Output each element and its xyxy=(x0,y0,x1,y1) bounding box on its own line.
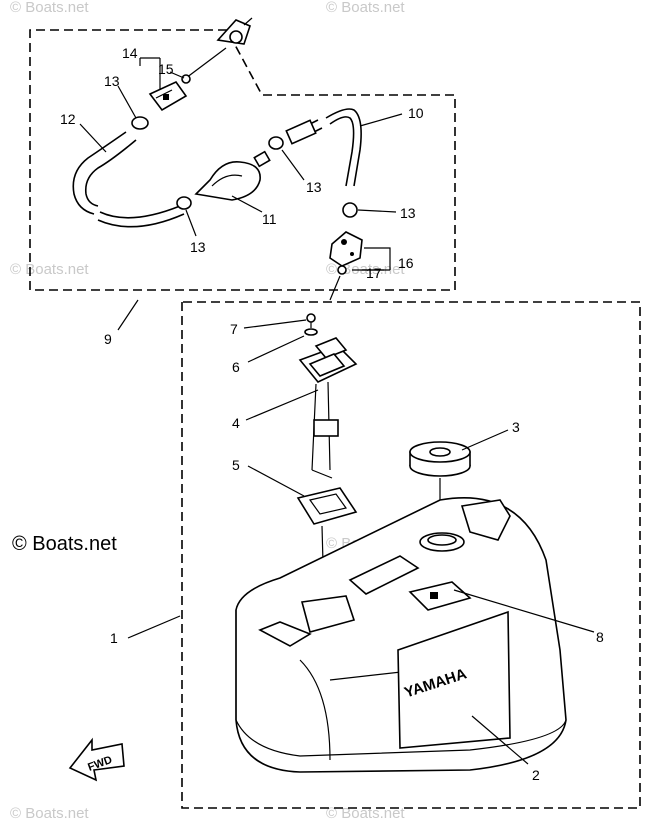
callout-13-d: 13 xyxy=(400,205,416,221)
fuel-cap-3 xyxy=(409,441,471,477)
callout-13-c: 13 xyxy=(306,179,322,195)
copyright-notice: © Boats.net xyxy=(12,533,117,555)
callout-12: 12 xyxy=(60,111,76,127)
gasket-5 xyxy=(296,487,358,525)
fuel-hose-12 xyxy=(72,131,137,215)
primer-bulb-11 xyxy=(194,150,271,201)
callout-8: 8 xyxy=(596,629,604,645)
screw-7 xyxy=(306,313,316,323)
fuel-tank-2: YAMAHA xyxy=(235,496,567,773)
callout-4: 4 xyxy=(232,415,240,431)
callout-16: 16 xyxy=(398,255,414,271)
callout-10: 10 xyxy=(408,105,424,121)
fuel-gauge-4 xyxy=(298,337,358,479)
fuel-joint-14 xyxy=(148,80,188,112)
callout-7: 7 xyxy=(230,321,238,337)
o-ring-17 xyxy=(337,265,347,275)
hose-clamp-13 xyxy=(131,116,358,218)
callout-2: 2 xyxy=(532,767,540,783)
callout-1: 1 xyxy=(110,630,118,646)
callout-3: 3 xyxy=(512,419,520,435)
callout-17: 17 xyxy=(366,265,382,281)
watermark-bottom-left: © Boats.net xyxy=(10,805,89,822)
hose-connector xyxy=(285,119,317,145)
callout-6: 6 xyxy=(232,359,240,375)
engine-fuel-connector xyxy=(185,17,253,79)
watermark-mid-left: © Boats.net xyxy=(10,261,89,278)
callout-9: 9 xyxy=(104,331,112,347)
callout-5: 5 xyxy=(232,457,240,473)
callout-numbers: 1 2 3 4 5 6 7 8 9 10 11 12 13 13 13 13 1… xyxy=(60,45,604,783)
watermark-top-left: © Boats.net xyxy=(10,0,89,16)
callout-15: 15 xyxy=(158,61,174,77)
callout-13-b: 13 xyxy=(190,239,206,255)
fuel-line-assembly-boundary xyxy=(29,29,456,291)
callout-14: 14 xyxy=(122,45,138,61)
fuel-tank-assembly-boundary xyxy=(181,301,641,809)
watermark-bottom-center: © Boats.net xyxy=(326,805,405,822)
o-ring-15 xyxy=(181,74,191,84)
fuel-fitting-16 xyxy=(329,231,363,267)
forward-arrow-icon: FWD xyxy=(68,737,125,782)
callout-11: 11 xyxy=(262,211,277,227)
watermark-top-center: © Boats.net xyxy=(326,0,405,16)
callout-13-a: 13 xyxy=(104,73,120,89)
washer-6 xyxy=(304,328,318,336)
leader-lines xyxy=(79,57,595,765)
